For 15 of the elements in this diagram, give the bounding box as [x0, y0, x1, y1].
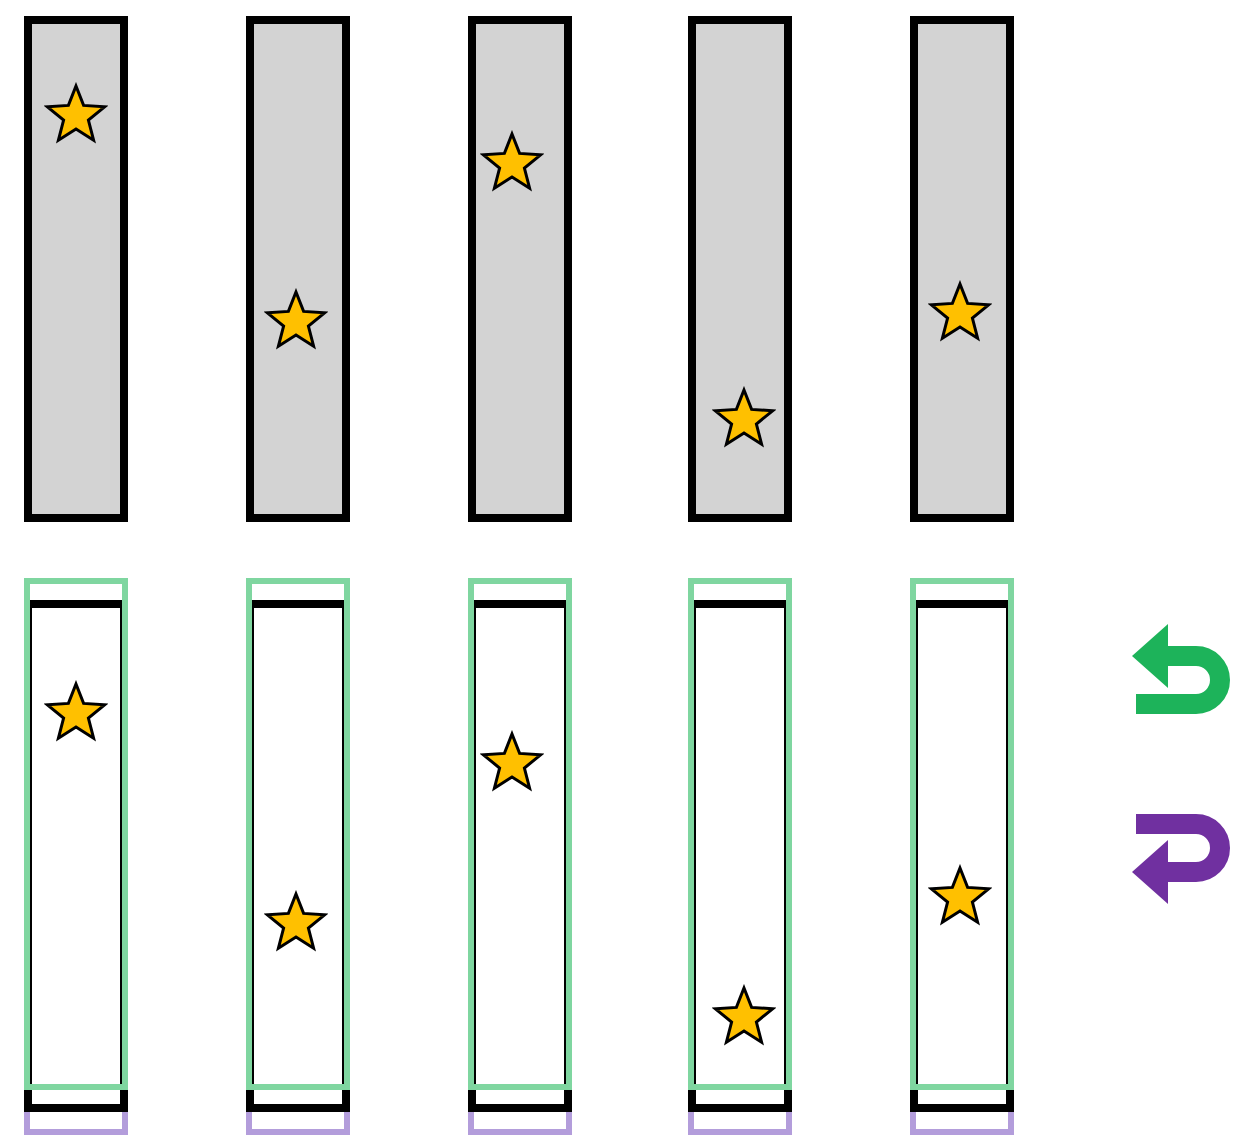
star-icon [928, 280, 992, 342]
star-icon [44, 82, 108, 144]
star-icon [480, 730, 544, 792]
bar [688, 16, 792, 522]
star-icon [44, 680, 108, 742]
star-icon [712, 984, 776, 1046]
star-icon [712, 386, 776, 448]
bar [468, 16, 572, 522]
bar [24, 16, 128, 522]
star-icon [264, 288, 328, 350]
star-icon [928, 864, 992, 926]
star-icon [480, 130, 544, 192]
bar [910, 16, 1014, 522]
bar [246, 16, 350, 522]
star-icon [264, 890, 328, 952]
